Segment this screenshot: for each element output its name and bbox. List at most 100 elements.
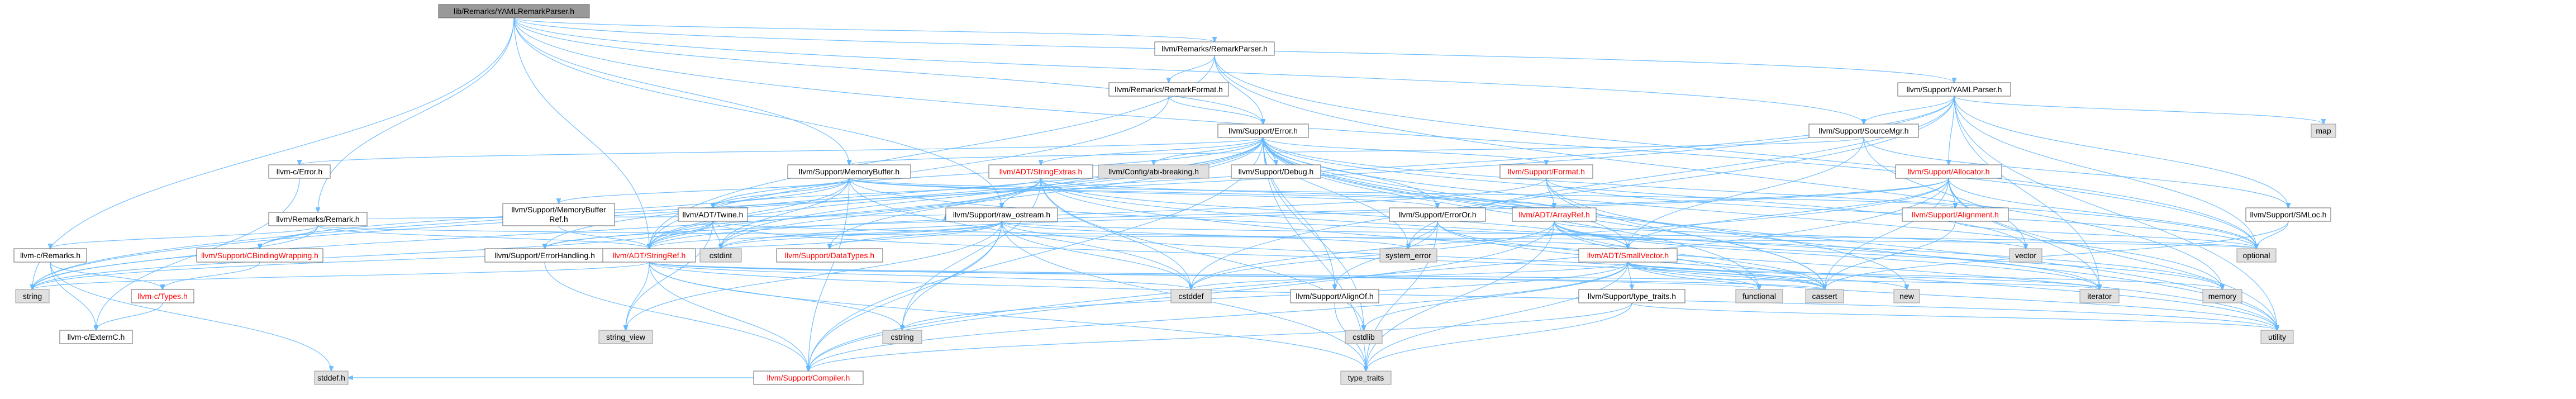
node-box	[2260, 330, 2294, 344]
include-edge	[649, 262, 808, 371]
node-label: llvm/Support/SourceMgr.h	[1818, 126, 1908, 135]
node-twine[interactable]: llvm/ADT/Twine.h	[678, 207, 748, 222]
node-label: map	[2316, 126, 2331, 135]
node-cexternc[interactable]: llvm-c/ExternC.h	[59, 330, 133, 344]
include-edge	[649, 178, 1547, 249]
include-edge	[513, 17, 2256, 249]
node-label: llvm-c/ExternC.h	[68, 332, 125, 341]
node-box	[1340, 370, 1392, 385]
node-label: llvm/Support/Debug.h	[1239, 167, 1314, 176]
include-edge	[317, 225, 649, 249]
node-box	[598, 330, 653, 344]
node-configabi: llvm/Config/abi-breaking.h	[1098, 164, 1210, 179]
node-map: map	[2311, 124, 2336, 138]
node-alignof[interactable]: llvm/Support/AlignOf.h	[1290, 289, 1379, 303]
node-cerror[interactable]: llvm-c/Error.h	[268, 164, 331, 179]
node-yamlparser[interactable]: llvm/Support/YAMLParser.h	[1897, 82, 2011, 97]
node-iterator: iterator	[2079, 289, 2120, 303]
include-edge	[808, 302, 1632, 371]
node-cremarks[interactable]: llvm-c/Remarks.h	[13, 248, 87, 263]
node-label: llvm/Remarks/RemarkParser.h	[1161, 44, 1268, 53]
include-edge	[1864, 96, 1955, 124]
node-box	[1499, 164, 1593, 179]
include-edge	[1191, 221, 1555, 289]
include-edge	[713, 178, 850, 208]
node-box	[1893, 289, 1920, 303]
include-edge	[626, 221, 1002, 330]
node-datatypes[interactable]: llvm/Support/DataTypes.h	[776, 248, 883, 263]
node-typetraitsllvm[interactable]: llvm/Support/type_traits.h	[1578, 289, 1685, 303]
node-label: llvm/ADT/Twine.h	[683, 210, 744, 219]
node-label: llvm/Support/MemoryBuffer.h	[799, 167, 899, 176]
node-smloc[interactable]: llvm/Support/SMLoc.h	[2245, 207, 2331, 222]
node-box	[484, 248, 605, 263]
node-erroror[interactable]: llvm/Support/ErrorOr.h	[1389, 207, 1486, 222]
include-edge	[649, 262, 1759, 289]
include-edge	[1001, 221, 1191, 289]
node-debug[interactable]: llvm/Support/Debug.h	[1231, 164, 1321, 179]
node-cstdlib: cstdlib	[1345, 330, 1383, 344]
node-remark[interactable]: llvm/Remarks/Remark.h	[268, 212, 368, 226]
include-edge	[32, 137, 1264, 289]
node-stddef: stddef.h	[314, 370, 349, 385]
node-cbindingwrapping[interactable]: llvm/Support/CBindingWrapping.h	[196, 248, 323, 263]
include-edge	[1627, 262, 1759, 289]
node-compiler[interactable]: llvm/Support/Compiler.h	[753, 370, 864, 385]
include-edge	[366, 215, 946, 219]
node-label: lib/Remarks/YAMLRemarkParser.h	[454, 7, 574, 16]
include-edge	[1263, 137, 1366, 371]
node-label: llvm/ADT/SmallVector.h	[1587, 251, 1669, 260]
node-utility: utility	[2260, 330, 2294, 344]
node-box	[15, 289, 50, 303]
include-edge	[1627, 262, 1825, 289]
node-label: iterator	[2087, 292, 2112, 301]
node-error[interactable]: llvm/Support/Error.h	[1217, 124, 1309, 138]
include-edge	[849, 178, 1191, 289]
include-edge	[712, 221, 1825, 289]
node-memorybuffer[interactable]: llvm/Support/MemoryBuffer.h	[787, 164, 911, 179]
include-edge	[163, 262, 260, 289]
node-label: llvm/ADT/StringExtras.h	[999, 167, 1083, 176]
node-alignment[interactable]: llvm/Support/Alignment.h	[1902, 207, 2009, 222]
node-label: llvm/ADT/ArrayRef.h	[1518, 210, 1590, 219]
include-edge	[50, 262, 96, 330]
node-stringextras[interactable]: llvm/ADT/StringExtras.h	[988, 164, 1093, 179]
node-format[interactable]: llvm/Support/Format.h	[1499, 164, 1593, 179]
include-edge	[1949, 96, 1955, 165]
node-box	[602, 248, 696, 263]
include-edge	[1627, 262, 1632, 289]
node-arrayref[interactable]: llvm/ADT/ArrayRef.h	[1512, 207, 1597, 222]
node-box	[1290, 289, 1379, 303]
include-edge	[1154, 137, 1264, 165]
node-ctypes[interactable]: llvm-c/Types.h	[131, 289, 194, 303]
node-cstring: cstring	[882, 330, 922, 344]
node-box	[314, 370, 349, 385]
node-label: llvm/Support/AlignOf.h	[1296, 292, 1373, 301]
node-box	[1170, 289, 1212, 303]
include-edge	[1954, 96, 2277, 330]
node-label: llvm/Remarks/RemarkFormat.h	[1115, 85, 1223, 94]
node-sourcemgr[interactable]: llvm/Support/SourceMgr.h	[1808, 124, 1919, 138]
node-remarkparser[interactable]: llvm/Remarks/RemarkParser.h	[1154, 41, 1275, 56]
include-edge	[808, 262, 1629, 371]
node-string: string	[15, 289, 50, 303]
node-system_error: system_error	[1379, 248, 1437, 263]
node-remarkformat[interactable]: llvm/Remarks/RemarkFormat.h	[1108, 82, 1229, 97]
include-edge	[1366, 302, 1632, 371]
include-edge	[1546, 178, 2256, 249]
node-stringref[interactable]: llvm/ADT/StringRef.h	[602, 248, 696, 263]
node-errorhandling[interactable]: llvm/Support/ErrorHandling.h	[484, 248, 605, 263]
include-edge	[1948, 178, 2256, 249]
node-box	[131, 289, 194, 303]
node-box	[1735, 289, 1783, 303]
node-label: type_traits	[1348, 373, 1384, 382]
node-root[interactable]: lib/Remarks/YAMLRemarkParser.h	[438, 4, 590, 18]
node-functional: functional	[1735, 289, 1783, 303]
node-label: llvm/Support/SMLoc.h	[2250, 210, 2327, 219]
node-label: llvm/Remarks/Remark.h	[276, 215, 359, 224]
node-smallvector[interactable]: llvm/ADT/SmallVector.h	[1578, 248, 1678, 263]
node-allocator[interactable]: llvm/Support/Allocator.h	[1895, 164, 2002, 179]
node-box	[1108, 82, 1229, 97]
node-rawostream[interactable]: llvm/Support/raw_ostream.h	[945, 207, 1058, 222]
